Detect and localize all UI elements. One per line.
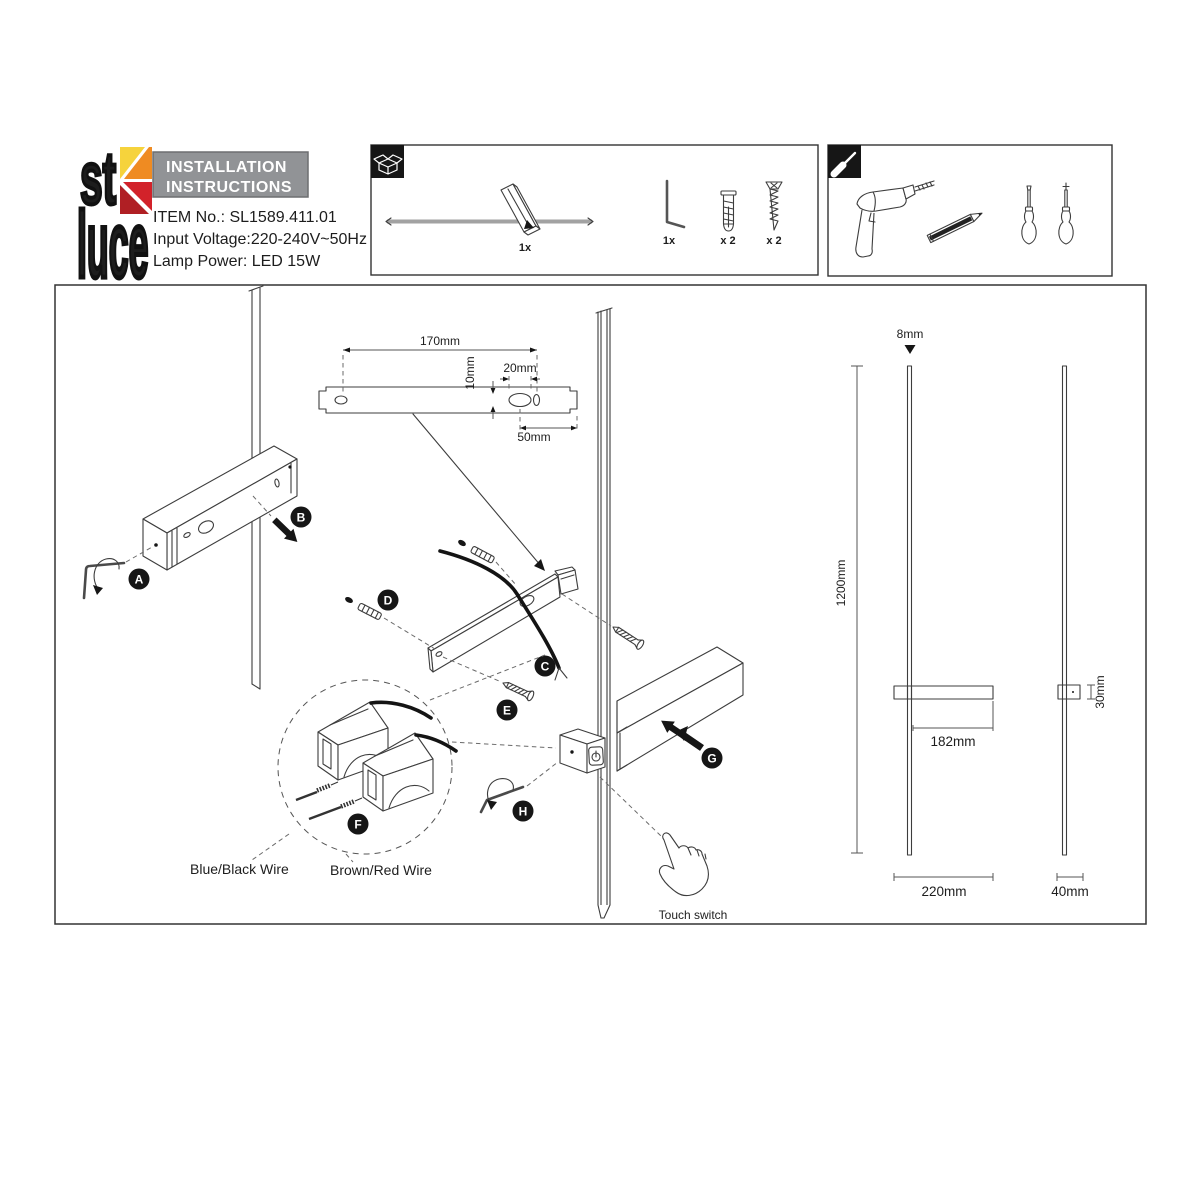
step-a-label: A (135, 573, 144, 587)
wall-rod (595, 307, 613, 919)
bracket-dimension-drawing: 170mm 10mm 20mm 50mm (318, 334, 578, 571)
step-b-label: B (297, 511, 306, 525)
hex-key-part (665, 179, 686, 229)
screw-part (765, 181, 783, 231)
dimension-drawings: 8mm 1200mm 182mm 220mm 30mm 40mm (834, 327, 1107, 899)
dim-30mm: 30mm (1093, 675, 1107, 708)
anchor-qty: x 2 (720, 235, 735, 247)
flat-screwdriver-tool (1021, 185, 1037, 245)
hex-key-qty: 1x (663, 235, 676, 247)
title-line1: INSTALLATION (166, 159, 287, 176)
wire1-label: Blue/Black Wire (190, 861, 289, 877)
product-info: ITEM No.: SL1589.411.01 Input Voltage:22… (153, 209, 367, 270)
lamp-power: Lamp Power: LED 15W (153, 253, 321, 270)
step-g-label: G (707, 752, 716, 766)
screw-qty: x 2 (766, 235, 781, 247)
touch-hand (658, 832, 709, 897)
step-ab-diagram: A B (82, 285, 312, 690)
included-parts-box: 1x 1x x 2 x 2 (370, 144, 819, 276)
arrow-b (272, 517, 298, 543)
dim-20mm: 20mm (503, 361, 536, 375)
logo-red-triangle (123, 182, 152, 211)
stripped-wire-2 (308, 797, 363, 821)
dim-182mm: 182mm (930, 734, 975, 749)
step-h-label: H (519, 805, 528, 819)
logo-yellow-triangle (120, 147, 145, 179)
step-a-badge (128, 568, 150, 590)
screwdriver-icon (830, 151, 857, 178)
dim-50mm: 50mm (517, 430, 550, 444)
tools-box (827, 144, 1113, 277)
phillips-screwdriver-tool (1058, 182, 1074, 245)
touch-switch-label: Touch switch (659, 908, 728, 922)
step-gh-diagram: G H Touch switch (479, 646, 744, 922)
dim-220mm: 220mm (921, 884, 966, 899)
title-line2: INSTRUCTIONS (166, 179, 292, 196)
wire2-label: Brown/Red Wire (330, 862, 432, 878)
logo-darkred-triangle (120, 185, 149, 214)
input-voltage: Input Voltage:220-240V~50Hz (153, 231, 367, 248)
dim-1200mm: 1200mm (834, 560, 848, 607)
drill-tool (855, 180, 935, 258)
dim-8mm: 8mm (897, 327, 924, 341)
wire-connector-2 (362, 732, 434, 812)
logo: st luce (75, 136, 152, 300)
wall-anchor-part (720, 190, 737, 232)
step-f-label: F (354, 818, 361, 832)
screw-e (502, 682, 535, 702)
step-b-badge (290, 506, 312, 528)
wiring-detail-inset: F Blue/Black Wire Brown/Red Wire (190, 654, 557, 878)
step-e-label: E (503, 704, 511, 718)
lamp-part (385, 183, 594, 236)
package-icon (373, 154, 403, 175)
title-block: INSTALLATION INSTRUCTIONS (152, 151, 309, 198)
lamp-qty: 1x (519, 242, 532, 254)
logo-orange-shape (124, 147, 152, 179)
step-c-label: C (541, 660, 550, 674)
pencil-tool (926, 212, 983, 244)
dim-170mm: 170mm (420, 334, 460, 348)
item-no: ITEM No.: SL1589.411.01 (153, 209, 337, 226)
logo-st: st (80, 137, 116, 220)
stripped-wire-1 (295, 781, 339, 802)
dim-10mm: 10mm (463, 356, 477, 389)
step-d-label: D (384, 594, 393, 608)
main-diagram-border (54, 284, 1147, 925)
screw-wall (612, 626, 645, 650)
dim-40mm: 40mm (1051, 884, 1089, 899)
bracket-assembly: D C E (345, 539, 645, 721)
